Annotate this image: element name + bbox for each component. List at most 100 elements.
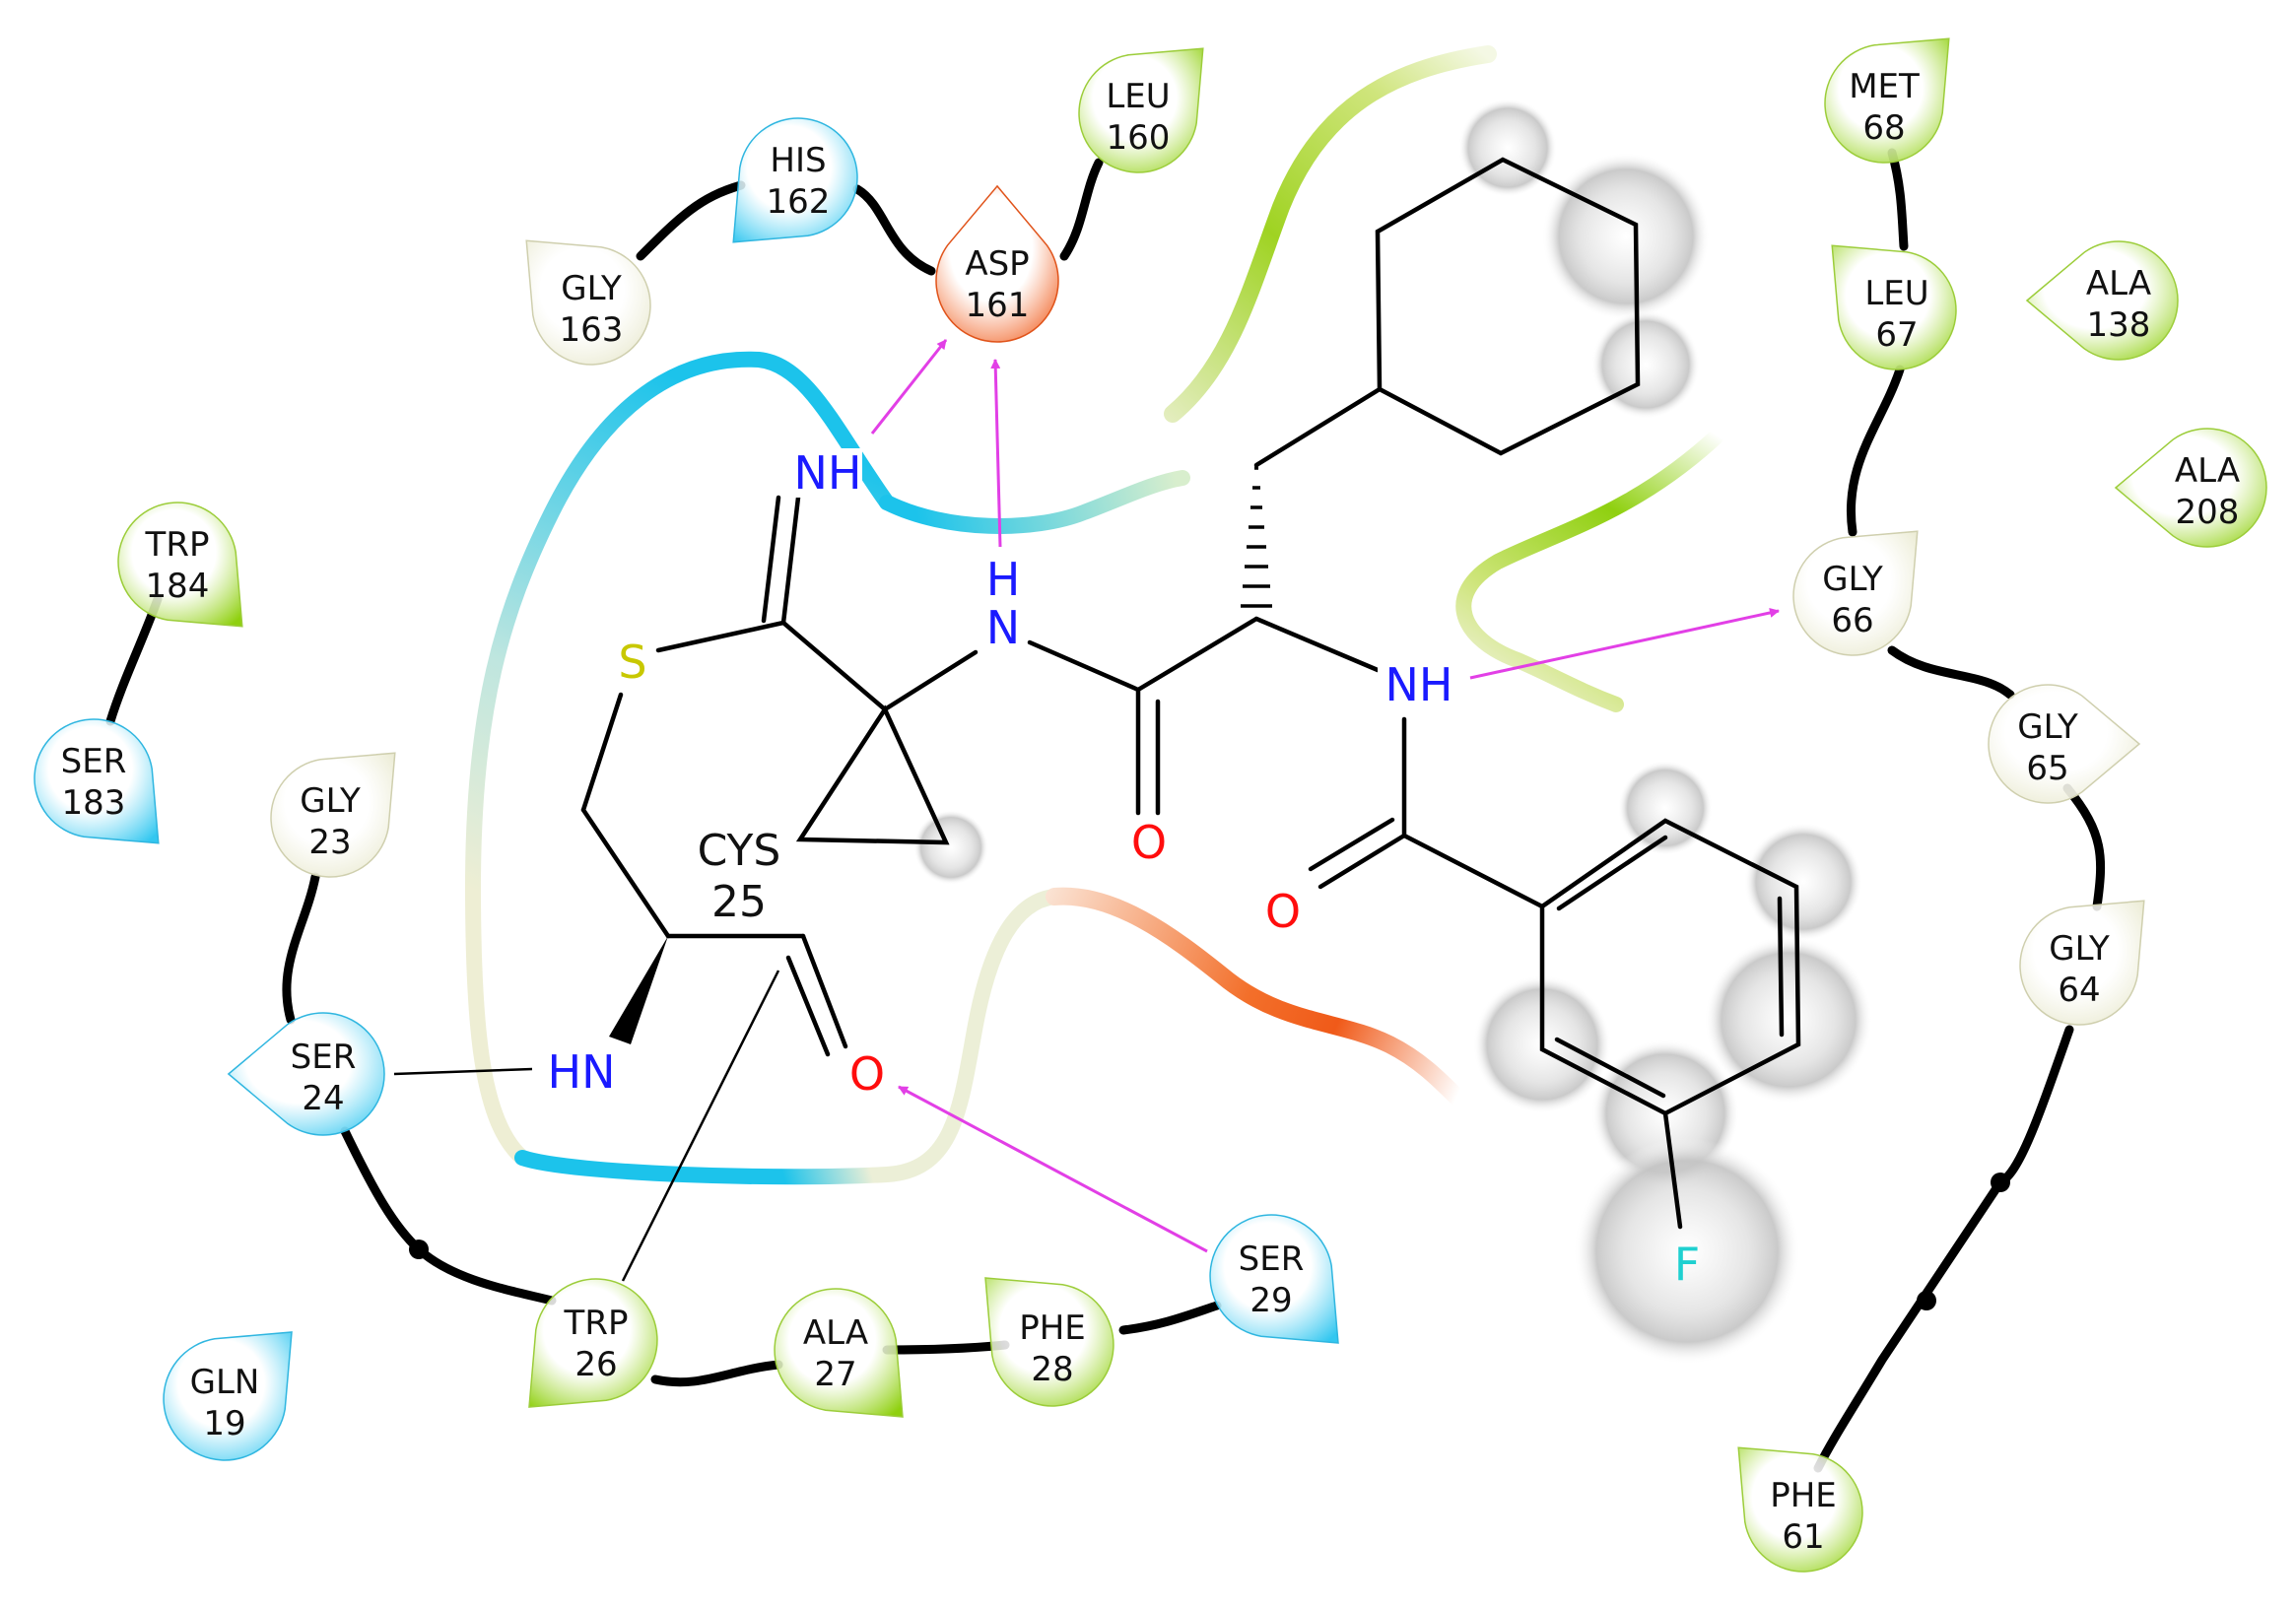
chain-ala27-phe28 <box>882 1340 1010 1355</box>
bond <box>1308 817 1395 872</box>
residue-shape <box>117 502 243 628</box>
cys25-number: 25 <box>711 877 767 927</box>
residue-name: SER <box>291 1038 357 1077</box>
residue-number: 29 <box>1249 1281 1292 1320</box>
hbond-h-asp161 <box>990 359 1002 548</box>
cys25-name: CYS <box>698 826 781 876</box>
chain-gly66-gly65 <box>1887 645 2015 700</box>
chain-his162-gly163 <box>636 180 746 261</box>
exposure-shadow <box>1744 823 1862 941</box>
residue-name: HIS <box>770 141 826 180</box>
atom-sulfur: S <box>618 636 646 689</box>
residue-number: 160 <box>1107 118 1171 158</box>
residue-shape <box>774 1288 904 1418</box>
bond <box>580 807 671 939</box>
residue-number: 184 <box>146 567 210 606</box>
exposure-shadow <box>1705 936 1872 1104</box>
residue-shape <box>1078 47 1204 173</box>
exposure-shadow <box>1542 153 1710 320</box>
hbond-ser29-o <box>898 1085 1208 1253</box>
bond <box>780 620 888 712</box>
chain-trp184-ser183 <box>105 594 163 726</box>
chain-break-node <box>1917 1291 1936 1310</box>
exposure-shadow <box>1618 761 1713 855</box>
bond <box>580 692 624 813</box>
residue-name: ALA <box>2086 264 2151 303</box>
residue-shape <box>1988 684 2141 804</box>
bond <box>761 495 781 624</box>
residue-number: 65 <box>2026 749 2068 788</box>
residue-name: GLY <box>2017 707 2078 747</box>
residue-name: ALA <box>2175 451 2240 491</box>
cyclopropane-ring <box>795 704 950 845</box>
residue-layer: GLY163HIS162ASP161LEU160MET68LEU67ALA138… <box>34 37 2267 1573</box>
residue-number: 161 <box>966 286 1030 325</box>
residue-name: GLY <box>2049 929 2110 969</box>
exposure-shadow <box>1458 99 1557 197</box>
exposure-shadow <box>913 810 988 885</box>
residue-number: 68 <box>1862 108 1905 148</box>
contact-line-trp26 <box>621 970 780 1282</box>
bond <box>1253 616 1381 673</box>
atom-nh-amide: NH <box>1385 658 1453 711</box>
ligand-bonds <box>580 157 1801 1230</box>
chain-gly64-phe61 <box>1813 1025 2074 1473</box>
residue-shape <box>732 117 858 243</box>
backbone-chains <box>105 148 2106 1473</box>
aromatic-bond <box>1777 896 1785 1038</box>
pocket-contours <box>464 45 1727 1185</box>
atom-o-cys: O <box>849 1047 885 1101</box>
chain-met68-leu67 <box>1887 148 1909 251</box>
chain-trp26-ala27 <box>650 1360 783 1387</box>
hbond-nh-asp161 <box>870 339 948 435</box>
residue-number: 64 <box>2058 971 2100 1010</box>
contact-lines <box>393 970 780 1282</box>
pocket-contour-green-right <box>1455 426 1727 712</box>
bond <box>780 495 801 626</box>
residue-name: LEU <box>1864 274 1928 313</box>
residue-number: 183 <box>62 783 126 823</box>
residue-shape <box>227 1012 385 1136</box>
residue-name: PHE <box>1770 1476 1837 1515</box>
residue-shape <box>525 239 651 366</box>
chain-gly65-gly64 <box>2062 783 2106 911</box>
bond <box>800 933 848 1049</box>
chain-asp161-leu160 <box>1059 158 1104 261</box>
atom-hn-cys: HN <box>548 1045 616 1099</box>
residue-name: MET <box>1849 67 1920 106</box>
solid-wedge-bond <box>609 936 668 1044</box>
hbond-nh-gly66 <box>1469 608 1780 680</box>
residue-number: 162 <box>767 182 831 222</box>
pocket-contour-cyan-bottom <box>514 889 1062 1185</box>
residue-number: 67 <box>1875 315 1918 355</box>
chain-leu67-gly66 <box>1847 365 1905 537</box>
residue-name: GLY <box>561 269 622 308</box>
bond <box>1662 1110 1683 1230</box>
residue-name: TRP <box>145 525 210 565</box>
atom-h-amide: H <box>986 553 1021 606</box>
hashed-wedge-bond <box>1241 466 1272 608</box>
benzene-ring <box>1539 818 1801 1116</box>
residue-name: SER <box>1239 1240 1305 1279</box>
atom-n-amide: N <box>986 601 1020 654</box>
residue-number: 26 <box>574 1345 617 1384</box>
pocket-contour-cyan-left <box>464 351 895 1166</box>
chain-phe28-ser29 <box>1118 1301 1222 1335</box>
bond <box>882 649 979 712</box>
residue-number: 24 <box>302 1079 344 1118</box>
exposure-shadow <box>1574 1138 1800 1365</box>
contact-line-ser24 <box>393 1067 533 1076</box>
exposure-shadow <box>1591 310 1700 419</box>
